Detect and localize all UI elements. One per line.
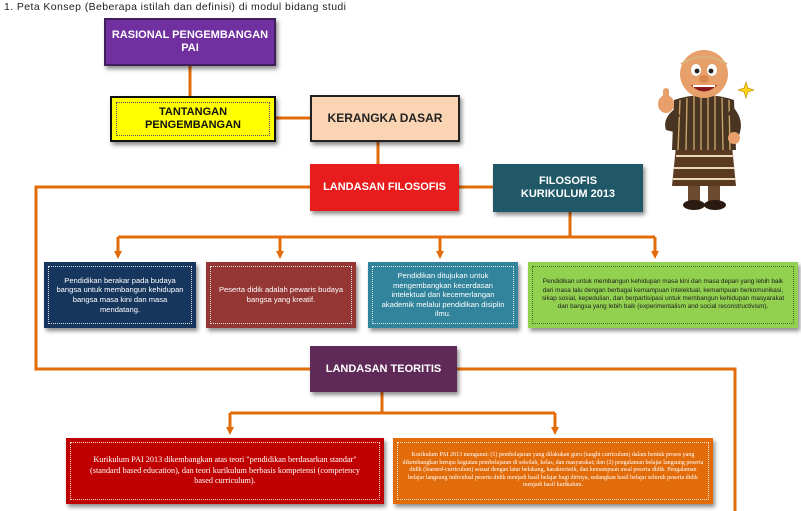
- filosofis-kurikulum-box: FILOSOFIS KURIKULUM 2013: [493, 164, 643, 212]
- landasan-filosofis-box: LANDASAN FILOSOFIS: [310, 164, 459, 211]
- kerangka-label: KERANGKA DASAR: [328, 112, 443, 125]
- teoritis-item-2: Kurikulum PAI 2013 menganut: (1) pembela…: [393, 438, 713, 504]
- kerangka-dasar-box: KERANGKA DASAR: [310, 95, 460, 142]
- filosofis-item-3-text: Pendidikan ditujukan untuk mengembangkan…: [377, 271, 509, 319]
- landasan-filosofis-label: LANDASAN FILOSOFIS: [323, 181, 446, 194]
- landasan-teoritis-label: LANDASAN TEORITIS: [326, 363, 442, 376]
- teoritis-item-2-text: Kurikulum PAI 2013 menganut: (1) pembela…: [401, 452, 705, 490]
- rasional-pengembangan-box: RASIONAL PENGEMBANGAN PAI: [104, 18, 276, 66]
- filosofis-item-4: Pendidikan untuk membangun kehidupan mas…: [528, 262, 798, 328]
- rasional-label: RASIONAL PENGEMBANGAN PAI: [106, 29, 274, 55]
- filosofis-kurikulum-label: FILOSOFIS KURIKULUM 2013: [493, 175, 643, 201]
- tantangan-label: TANTANGAN PENGEMBANGAN: [121, 106, 265, 132]
- landasan-teoritis-box: LANDASAN TEORITIS: [310, 346, 457, 392]
- teoritis-item-1: Kurikulum PAI 2013 dikembangkan atas teo…: [66, 438, 384, 504]
- filosofis-item-4-text: Pendidikan untuk membangun kehidupan mas…: [537, 278, 789, 312]
- mascot-icon: [654, 38, 754, 213]
- filosofis-item-3: Pendidikan ditujukan untuk mengembangkan…: [368, 262, 518, 328]
- filosofis-item-1-text: Pendidikan berakar pada budaya bangsa un…: [53, 276, 187, 314]
- filosofis-item-2-text: Peserta didik adalah pewaris budaya bang…: [215, 285, 347, 304]
- filosofis-item-1: Pendidikan berakar pada budaya bangsa un…: [44, 262, 196, 328]
- teoritis-item-1-text: Kurikulum PAI 2013 dikembangkan atas teo…: [75, 455, 375, 486]
- tantangan-pengembangan-box: TANTANGAN PENGEMBANGAN: [110, 96, 276, 142]
- filosofis-item-2: Peserta didik adalah pewaris budaya bang…: [206, 262, 356, 328]
